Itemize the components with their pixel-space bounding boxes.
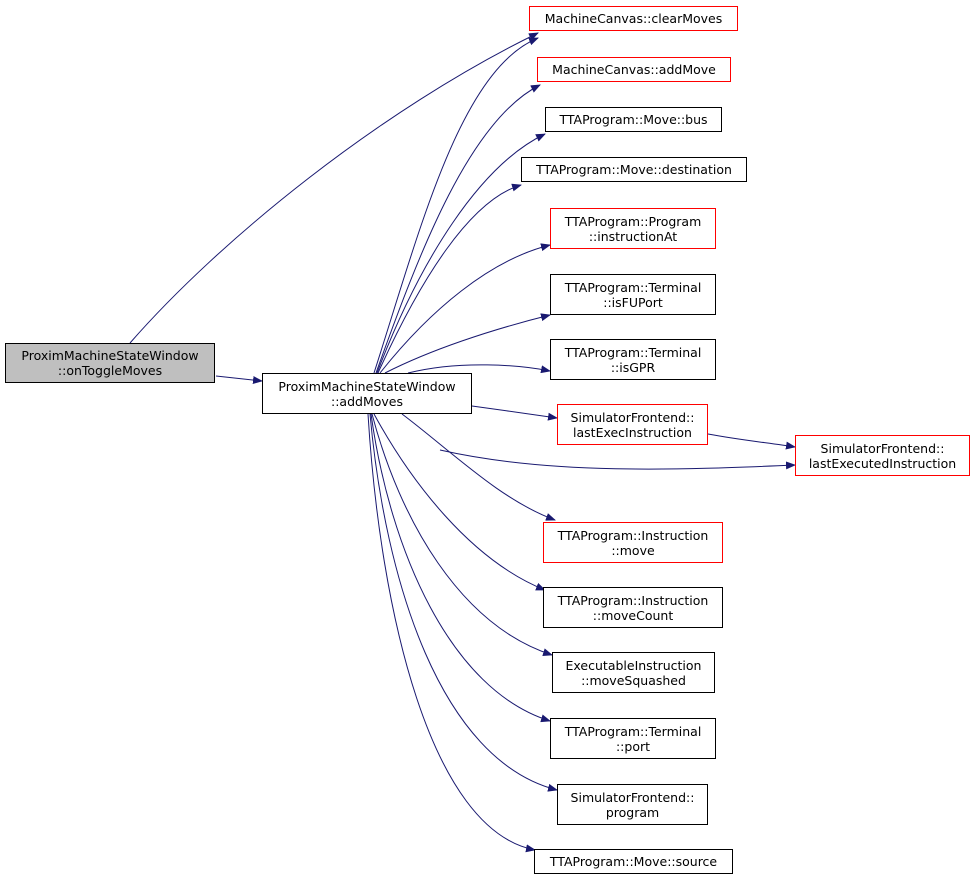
node-add-moves[interactable]: ProximMachineStateWindow ::addMoves (262, 373, 472, 414)
node-label-line2: ::addMoves (331, 393, 403, 409)
edge-addmoves-movecount (373, 413, 546, 591)
node-label-line1: TTAProgram::Move::bus (559, 112, 708, 127)
node-move-count[interactable]: TTAProgram::Instruction ::moveCount (543, 587, 723, 628)
node-label-line1: TTAProgram::Terminal (564, 723, 702, 739)
node-label-line2: ::port (615, 738, 651, 754)
edge-addmoves-isgpr (407, 364, 551, 374)
node-label-line1: TTAProgram::Move::destination (536, 162, 732, 177)
node-label-line1: TTAProgram::Program (564, 213, 702, 229)
node-program[interactable]: SimulatorFrontend:: program (557, 784, 708, 825)
node-last-exec-instruction[interactable]: SimulatorFrontend:: lastExecInstruction (557, 404, 708, 445)
edge-addmoves-clearmoves (373, 37, 539, 374)
edge-addmoves-bus (376, 133, 546, 374)
node-label-line2: program (605, 804, 660, 820)
node-label-line1: TTAProgram::Move::source (549, 854, 718, 869)
node-terminal-port[interactable]: TTAProgram::Terminal ::port (550, 718, 716, 759)
edge-addmoves-lastexecutedinstruction (439, 449, 796, 470)
node-label-line2: ::moveCount (592, 607, 674, 623)
edge-ontogglemoves-clearmoves (129, 32, 539, 344)
node-label-line1: MachineCanvas::clearMoves (544, 11, 723, 26)
node-label-line1: MachineCanvas::addMove (552, 62, 716, 77)
edge-addmoves-addmove (375, 84, 541, 374)
node-label-line1: TTAProgram::Instruction (557, 592, 709, 608)
node-label-line1: TTAProgram::Terminal (564, 279, 702, 295)
edge-lastexecinstruction-lastexecutedinstruction (707, 433, 796, 450)
node-move-bus[interactable]: TTAProgram::Move::bus (545, 107, 722, 132)
node-label-line1: TTAProgram::Instruction (557, 527, 709, 543)
node-clear-moves[interactable]: MachineCanvas::clearMoves (529, 6, 738, 31)
edge-ontogglemoves-addmoves (215, 375, 263, 385)
node-label-line1: ExecutableInstruction (565, 657, 702, 673)
node-on-toggle-moves[interactable]: ProximMachineStateWindow ::onToggleMoves (5, 343, 215, 383)
node-label-line2: ::onToggleMoves (57, 363, 163, 378)
node-move-squashed[interactable]: ExecutableInstruction ::moveSquashed (552, 652, 715, 693)
edge-addmoves-source (367, 413, 536, 853)
node-label-line1: SimulatorFrontend:: (570, 789, 695, 805)
node-move-destination[interactable]: TTAProgram::Move::destination (521, 157, 747, 182)
node-label-line2: lastExecInstruction (573, 424, 692, 440)
node-label-line1: ProximMachineStateWindow (278, 378, 456, 394)
node-is-fu-port[interactable]: TTAProgram::Terminal ::isFUPort (550, 274, 716, 315)
node-label-line2: lastExecutedInstruction (808, 455, 957, 471)
node-instruction-move[interactable]: TTAProgram::Instruction ::move (543, 522, 723, 563)
node-last-executed-instruction[interactable]: SimulatorFrontend:: lastExecutedInstruct… (795, 435, 970, 476)
edge-addmoves-program (369, 413, 558, 792)
edge-addmoves-lastexecinstruction (471, 405, 558, 421)
edge-addmoves-port (370, 413, 551, 723)
edge-addmoves-instructionat (379, 243, 551, 374)
node-label-line2: ::moveSquashed (581, 672, 686, 688)
node-move-source[interactable]: TTAProgram::Move::source (534, 849, 733, 874)
edge-addmoves-instructionmove (401, 413, 556, 521)
edge-addmoves-isfuport (384, 313, 551, 374)
node-label-line2: ::isFUPort (603, 294, 663, 310)
node-label-line2: ::instructionAt (588, 228, 678, 244)
node-instruction-at[interactable]: TTAProgram::Program ::instructionAt (550, 208, 716, 249)
node-label-line1: TTAProgram::Terminal (564, 344, 702, 360)
node-label-line1: ProximMachineStateWindow (21, 348, 199, 363)
node-label-line2: ::isGPR (610, 359, 656, 375)
node-label-line1: SimulatorFrontend:: (570, 409, 695, 425)
edge-addmoves-destination (377, 183, 522, 374)
node-is-gpr[interactable]: TTAProgram::Terminal ::isGPR (550, 339, 716, 380)
node-add-move[interactable]: MachineCanvas::addMove (537, 57, 731, 82)
edge-addmoves-movesquashed (371, 413, 553, 657)
node-label-line1: SimulatorFrontend:: (820, 440, 945, 456)
node-label-line2: ::move (611, 542, 655, 558)
